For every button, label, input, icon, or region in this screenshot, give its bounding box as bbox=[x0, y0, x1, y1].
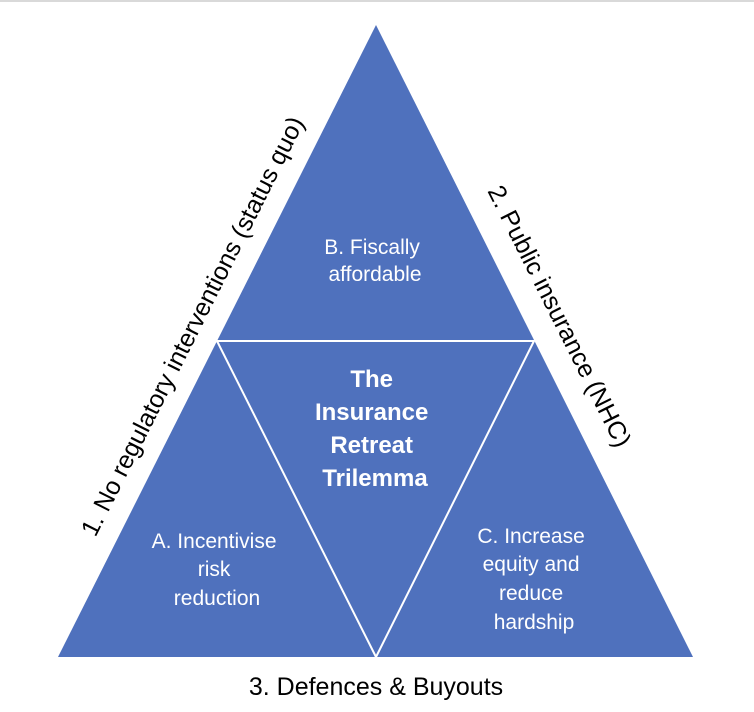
label-increase-equity: C. Increase equity and reduce hardship bbox=[477, 525, 590, 634]
top-border bbox=[0, 0, 754, 2]
edge-label-defences-buyouts: 3. Defences & Buyouts bbox=[249, 673, 503, 701]
center-title: The Insurance Retreat Trilemma bbox=[315, 366, 435, 492]
inner-triangle-divider bbox=[215, 340, 536, 660]
label-incentivise-risk-reduction: A. Incentivise risk reduction bbox=[152, 530, 283, 610]
label-fiscally-affordable: B. Fiscally affordable bbox=[324, 236, 426, 286]
